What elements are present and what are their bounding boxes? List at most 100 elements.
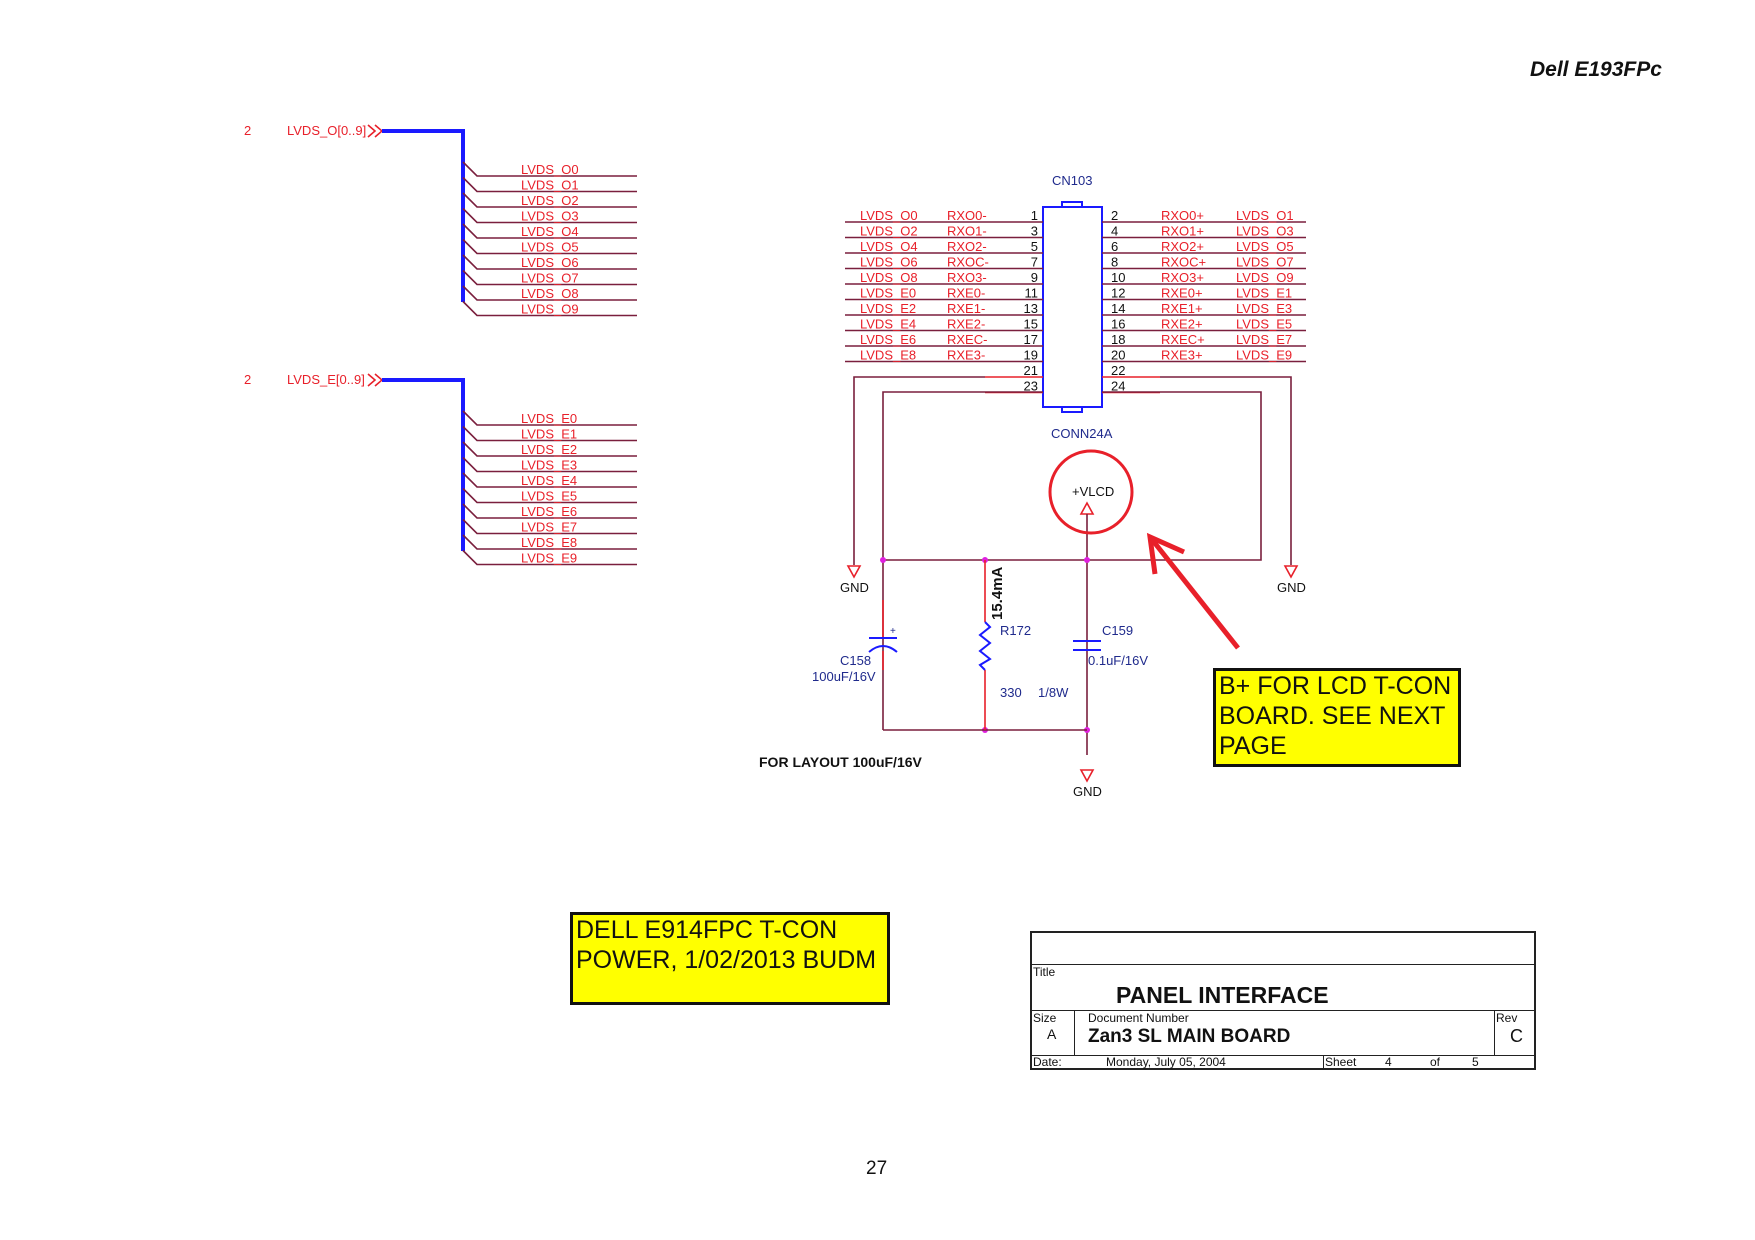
pin-net: LVDS_E2 — [860, 301, 916, 316]
net-label: LVDS_E1 — [521, 427, 577, 442]
gnd-label: GND — [1073, 784, 1102, 799]
power-arrow-icon — [1079, 501, 1095, 515]
net-label: LVDS_O5 — [521, 240, 579, 255]
arrow-shaft — [1148, 535, 1240, 650]
bus-entry-wire — [462, 192, 637, 208]
pin-net: LVDS_O8 — [860, 270, 918, 285]
note-line: POWER, 1/02/2013 BUDM — [576, 946, 877, 974]
net-label: LVDS_E8 — [521, 535, 577, 550]
bus-entry-wire — [462, 503, 637, 519]
bus-entry-wire — [462, 549, 637, 566]
pin-signal: RXE0+ — [1161, 286, 1203, 301]
bus-entry-wire — [462, 534, 637, 550]
bus-port-label: LVDS_O[0..9] — [287, 123, 366, 138]
bus-line — [382, 129, 465, 302]
gnd-symbol-left: GND — [840, 565, 869, 595]
capacitor-c159: C159 0.1uF/16V — [1073, 623, 1148, 668]
pin-net: LVDS_E9 — [1236, 348, 1292, 363]
net-label: LVDS_O6 — [521, 255, 579, 270]
pin-signal: RXO0+ — [1161, 208, 1204, 223]
net-label: LVDS_E6 — [521, 504, 577, 519]
bus-entry-wire — [462, 254, 637, 270]
c158-value: 100uF/16V — [812, 669, 876, 684]
pin-number: 16 — [1111, 317, 1125, 332]
pin-number: 4 — [1111, 224, 1118, 239]
note-line: PAGE — [1219, 732, 1287, 760]
vlcd-wire-left — [882, 391, 1043, 730]
pin-signal: RXE3- — [947, 348, 985, 363]
resistor-r172: 15.4mA R172 330 1/8W — [978, 560, 1069, 730]
bus-entry-wire — [462, 425, 637, 442]
net-label: LVDS_O1 — [521, 178, 579, 193]
net-label: LVDS_E7 — [521, 520, 577, 535]
pin-number: 22 — [1111, 363, 1125, 378]
bus-entry-wire — [462, 410, 637, 426]
port-arrow-icon — [367, 124, 384, 138]
title-block-top-row — [1032, 933, 1534, 965]
docnum-value: Zan3 SL MAIN BOARD — [1088, 1026, 1291, 1047]
page-number: 27 — [866, 1158, 888, 1179]
bus-sheet-ref: 2 — [244, 123, 251, 138]
pin-signal: RXE1+ — [1161, 301, 1203, 316]
note-line: BOARD. SEE NEXT — [1219, 702, 1446, 730]
sheet-title: PANEL INTERFACE — [1116, 982, 1329, 1008]
pin-number: 17 — [1024, 332, 1038, 347]
bus-entry-wire — [462, 300, 637, 317]
pin-net: LVDS_E1 — [1236, 286, 1292, 301]
bus-port-label: LVDS_E[0..9] — [287, 372, 365, 387]
title-block-doc-row: Size A Document Number Zan3 SL MAIN BOAR… — [1032, 1010, 1534, 1056]
c158-polarity: + — [890, 626, 896, 637]
net-label: LVDS_E2 — [521, 442, 577, 457]
pin-net: LVDS_E8 — [860, 348, 916, 363]
pin-net: LVDS_O7 — [1236, 255, 1294, 270]
sheet-total: 5 — [1472, 1055, 1479, 1069]
pointer-arrow — [1146, 532, 1240, 650]
pin-number: 13 — [1024, 301, 1038, 316]
net-label: LVDS_O8 — [521, 286, 579, 301]
pin-net: LVDS_E0 — [860, 286, 916, 301]
pin-number: 15 — [1024, 317, 1038, 332]
gnd-wire-right — [1160, 376, 1292, 565]
c158-curved-plate — [868, 645, 898, 653]
bus-line — [382, 378, 465, 551]
bus-entry-wire — [462, 269, 637, 286]
title-label: Title — [1033, 965, 1056, 979]
gnd-label: GND — [840, 580, 869, 595]
pin-number: 12 — [1111, 286, 1125, 301]
net-label: LVDS_E5 — [521, 489, 577, 504]
bus-entry-wire — [462, 441, 637, 457]
vlcd-label: +VLCD — [1072, 484, 1114, 499]
pin-number: 9 — [1031, 270, 1038, 285]
author-note-box: DELL E914FPC T-CON POWER, 1/02/2013 BUDM — [570, 912, 890, 1005]
bus-entry-wire — [462, 161, 637, 177]
bplus-note-box: B+ FOR LCD T-CON BOARD. SEE NEXT PAGE — [1213, 668, 1461, 767]
pin-net: LVDS_E7 — [1236, 332, 1292, 347]
pin-number: 2 — [1111, 208, 1118, 223]
pin-net: LVDS_O3 — [1236, 224, 1294, 239]
junction-dot — [880, 557, 886, 563]
pin-signal: RXO0- — [947, 208, 987, 223]
bus-entries: LVDS_E0LVDS_E1LVDS_E2LVDS_E3LVDS_E4LVDS_… — [462, 410, 637, 566]
pin-number: 8 — [1111, 255, 1118, 270]
bus-entry-wire — [462, 456, 637, 473]
pin-number: 18 — [1111, 332, 1125, 347]
net-label: LVDS_O3 — [521, 209, 579, 224]
net-label: LVDS_O2 — [521, 193, 579, 208]
pin-signal: RXO1+ — [1161, 224, 1204, 239]
bus-entry-wire — [462, 285, 637, 301]
bus-entry-wire — [462, 238, 637, 255]
pin-net: LVDS_O0 — [860, 208, 918, 223]
pin-net: LVDS_E4 — [860, 317, 916, 332]
c158-ref: C158 — [840, 653, 871, 668]
r172-rating: 1/8W — [1038, 685, 1069, 700]
gnd-label: GND — [1277, 580, 1306, 595]
capacitor-c158: + C158 100uF/16V — [812, 600, 898, 684]
pin-net: LVDS_O1 — [1236, 208, 1294, 223]
title-block-title-row: Title PANEL INTERFACE — [1032, 964, 1534, 1011]
highlight-circle — [1048, 449, 1134, 535]
c159-ref: C159 — [1102, 623, 1133, 638]
pin-number: 1 — [1031, 208, 1038, 223]
pin-signal: RXO2- — [947, 239, 987, 254]
gnd-icon — [1283, 565, 1299, 579]
